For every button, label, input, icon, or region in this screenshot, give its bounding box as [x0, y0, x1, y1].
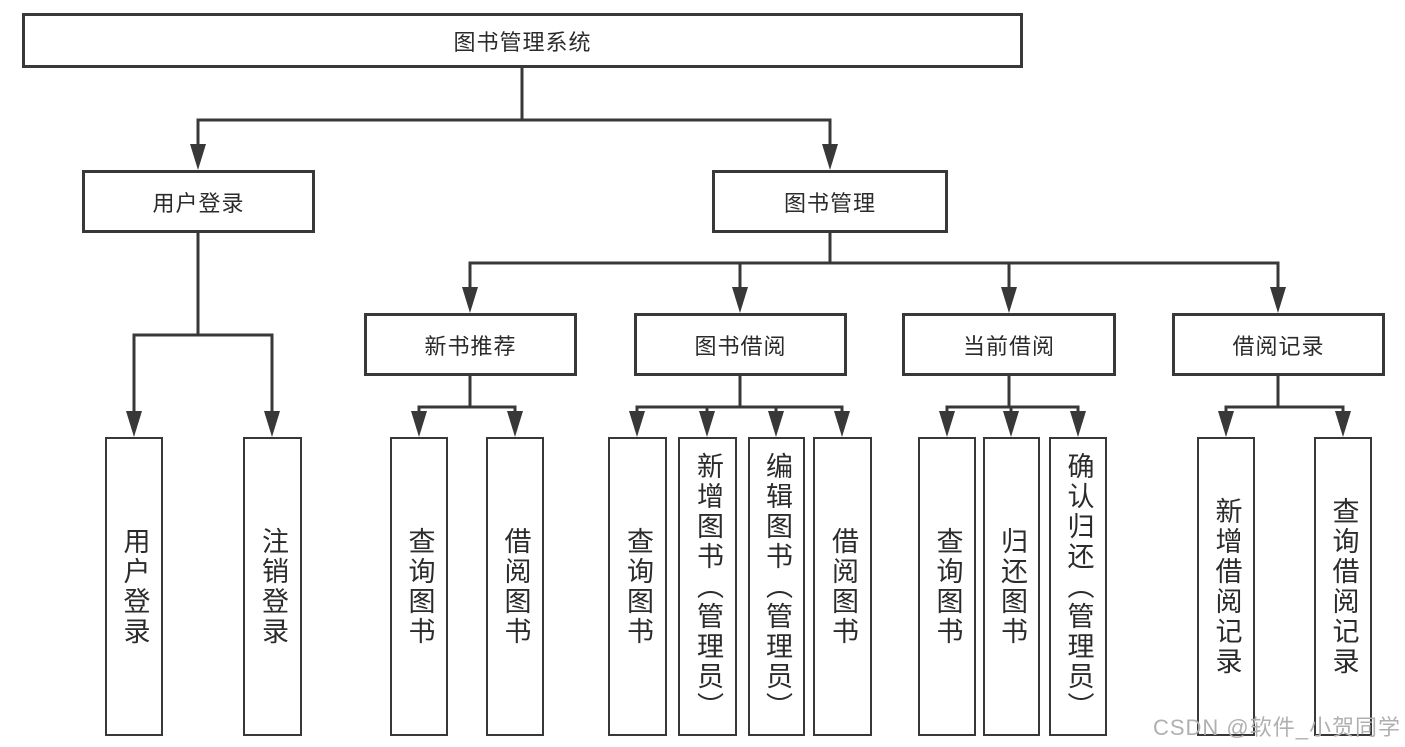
node-user-login-label: 用户登录 [152, 190, 245, 216]
arrow-down-icon [1070, 411, 1086, 437]
leaf-user-login: 用户登录 [105, 437, 163, 736]
leaf-add-books-admin: 新增图书（管理员） [678, 437, 737, 736]
arrow-down-icon [1003, 411, 1019, 437]
arrow-down-icon [411, 411, 427, 437]
leaf-query-books-2: 查询图书 [608, 437, 667, 736]
leaf-query-books-2-label: 查询图书 [623, 526, 653, 647]
leaf-query-borrow-record-label: 查询借阅记录 [1328, 496, 1359, 677]
arrow-down-icon [629, 411, 645, 437]
leaf-add-borrow-record: 新增借阅记录 [1197, 437, 1255, 736]
arrow-down-icon [1270, 287, 1286, 313]
leaf-borrow-books-2-label: 借阅图书 [828, 526, 858, 647]
leaf-borrow-books-1-label: 借阅图书 [500, 526, 531, 647]
node-new-book-recommend: 新书推荐 [364, 313, 577, 376]
arrow-down-icon [732, 287, 748, 313]
leaf-logout-label: 注销登录 [258, 526, 288, 647]
arrow-down-icon [126, 411, 142, 437]
leaf-borrow-books-1: 借阅图书 [486, 437, 544, 736]
arrow-down-icon [699, 411, 715, 437]
node-book-management-label: 图书管理 [783, 190, 876, 216]
leaf-query-books-1-label: 查询图书 [404, 526, 435, 647]
arrow-down-icon [834, 411, 850, 437]
node-book-management: 图书管理 [712, 170, 948, 233]
node-borrow-records-label: 借阅记录 [1232, 333, 1325, 359]
arrow-down-icon [507, 411, 523, 437]
leaf-query-books-3-label: 查询图书 [932, 526, 963, 647]
arrow-down-icon [264, 411, 280, 437]
node-current-borrow-label: 当前借阅 [962, 333, 1055, 359]
leaf-logout: 注销登录 [243, 437, 302, 736]
leaf-return-books: 归还图书 [983, 437, 1040, 736]
node-user-login: 用户登录 [82, 170, 315, 233]
leaf-confirm-return-admin-label: 确认归还（管理员） [1063, 451, 1094, 722]
arrow-down-icon [462, 287, 478, 313]
leaf-edit-books-admin-label: 编辑图书（管理员） [762, 451, 792, 722]
leaf-return-books-label: 归还图书 [997, 526, 1027, 647]
leaf-query-borrow-record: 查询借阅记录 [1314, 437, 1372, 736]
arrow-down-icon [1001, 287, 1017, 313]
node-root-label: 图书管理系统 [453, 29, 592, 55]
connector-group [126, 66, 1351, 437]
node-root: 图书管理系统 [22, 13, 1023, 68]
leaf-query-books-3: 查询图书 [918, 437, 976, 736]
arrow-down-icon [1218, 411, 1234, 437]
node-current-borrow: 当前借阅 [902, 313, 1116, 376]
arrow-down-icon [822, 144, 838, 170]
leaf-user-login-label: 用户登录 [119, 526, 150, 647]
node-new-book-recommend-label: 新书推荐 [424, 333, 517, 359]
leaf-confirm-return-admin: 确认归还（管理员） [1049, 437, 1107, 736]
arrow-down-icon [190, 144, 206, 170]
leaf-edit-books-admin: 编辑图书（管理员） [748, 437, 805, 736]
watermark: CSDN @软件_小贺同学 [1152, 715, 1401, 740]
arrow-down-icon [939, 411, 955, 437]
node-book-borrow-label: 图书借阅 [694, 333, 787, 359]
leaf-add-borrow-record-label: 新增借阅记录 [1211, 496, 1242, 677]
arrow-down-icon [1335, 411, 1351, 437]
arrow-down-icon [768, 411, 784, 437]
leaf-add-books-admin-label: 新增图书（管理员） [693, 451, 723, 722]
node-borrow-records: 借阅记录 [1172, 313, 1385, 376]
leaf-query-books-1: 查询图书 [390, 437, 448, 736]
leaf-borrow-books-2: 借阅图书 [813, 437, 872, 736]
node-book-borrow: 图书借阅 [634, 313, 847, 376]
